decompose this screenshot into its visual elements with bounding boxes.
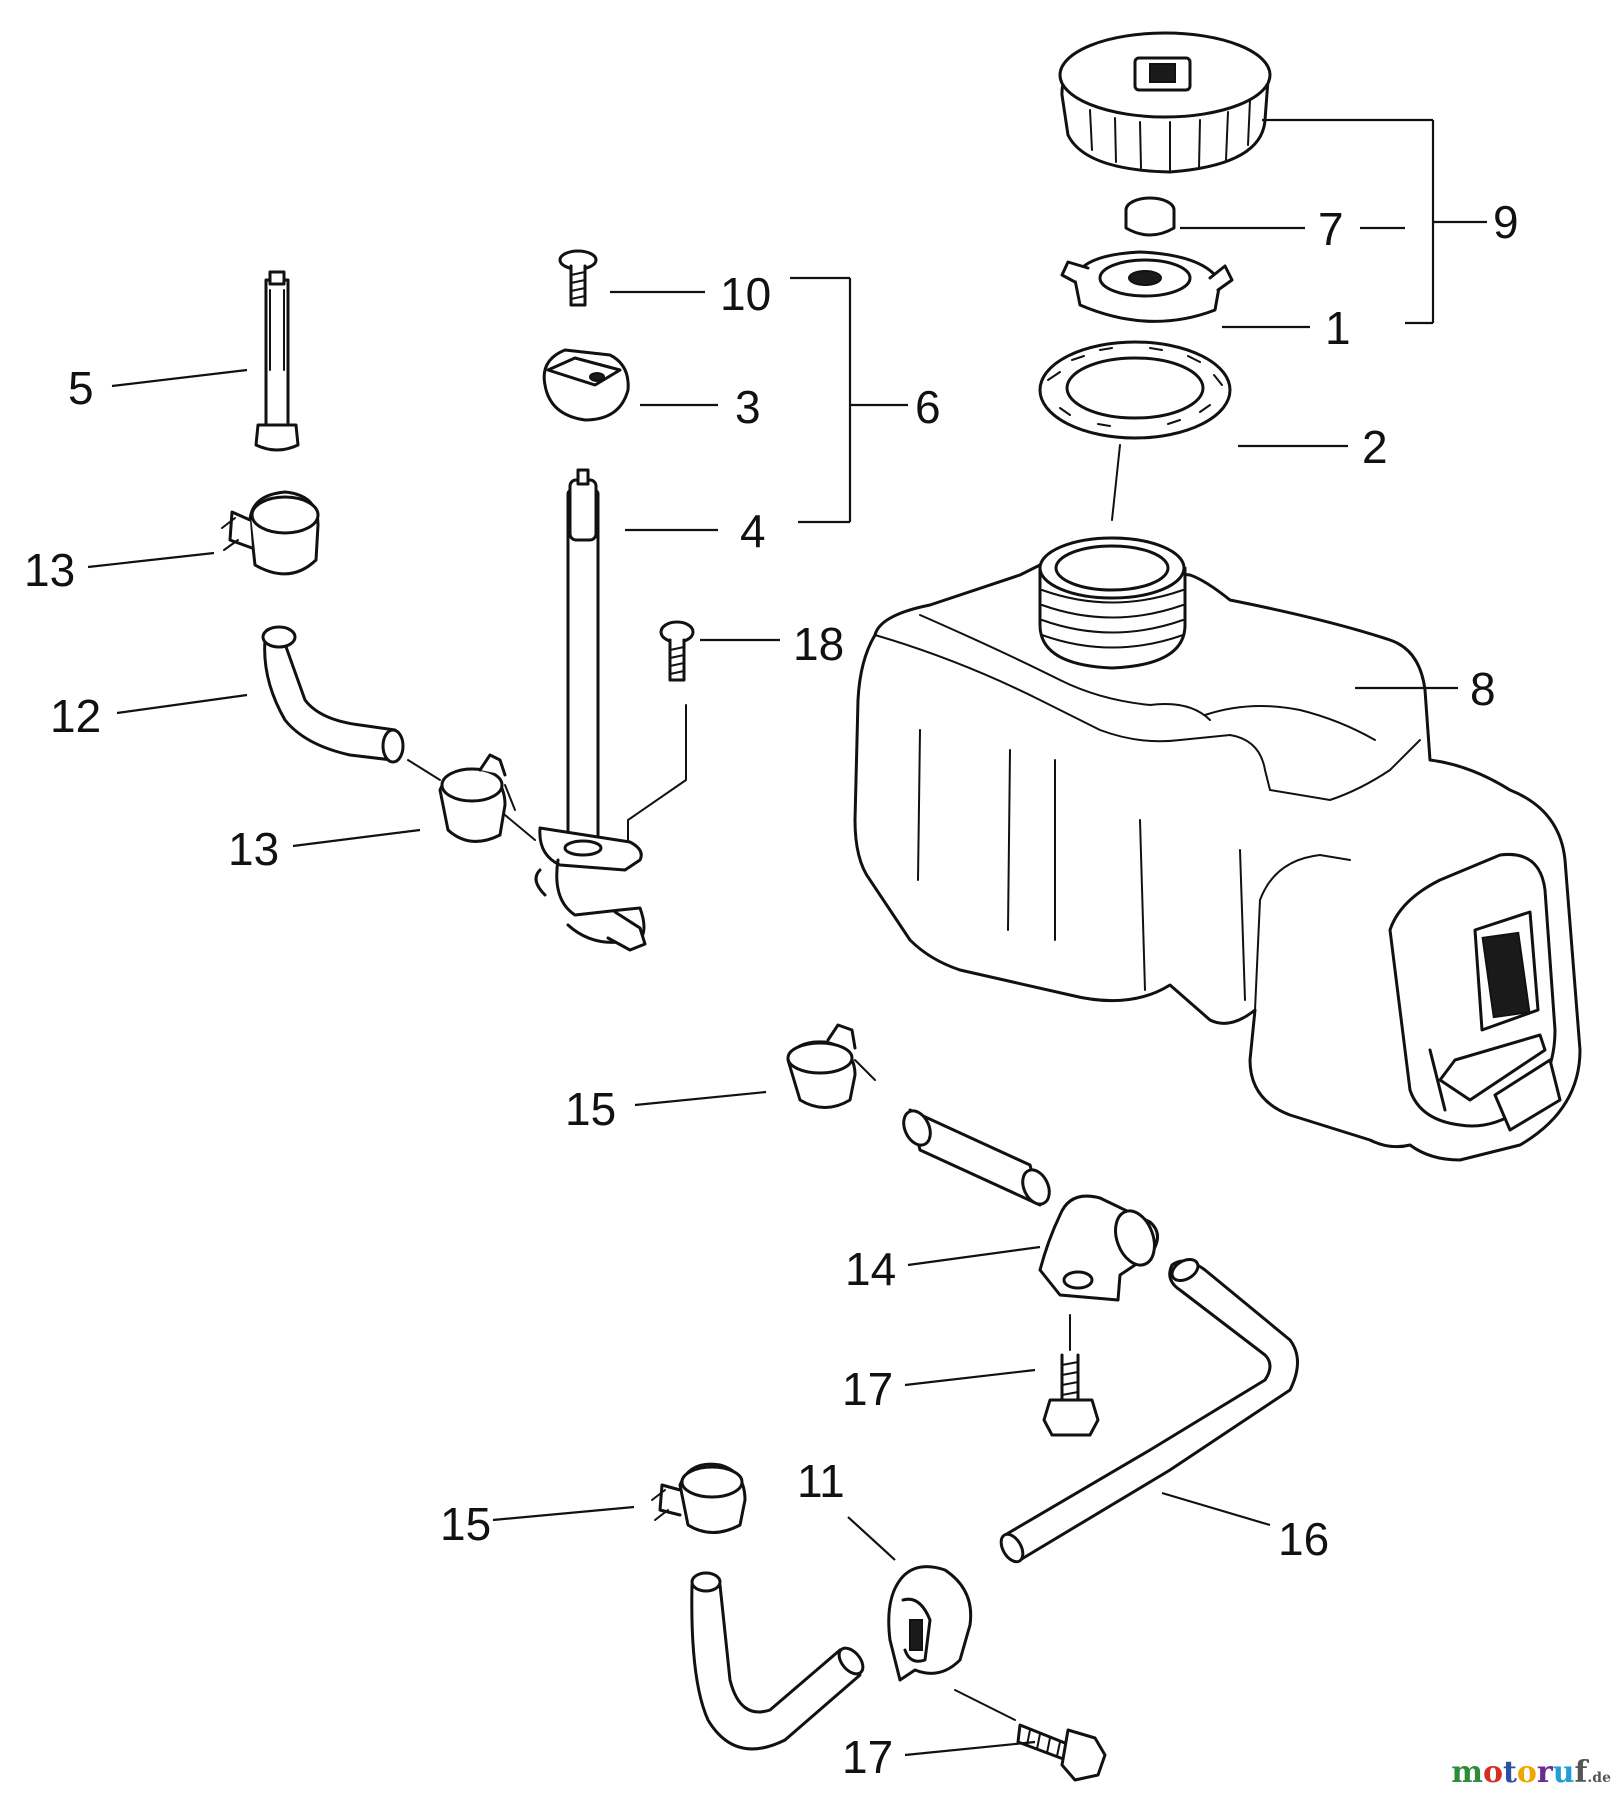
hose-bracket [1038,1194,1159,1302]
watermark-letter: o [1516,1755,1537,1790]
watermark-letter: r [1536,1755,1553,1790]
hose-clamp-15-lower [651,1462,747,1534]
screw-10 [558,249,598,307]
callout-11: 11 [797,1455,845,1507]
hose-clamp-13-upper [221,490,320,576]
callout-6: 6 [915,381,941,433]
callout-14: 14 [845,1243,896,1295]
watermark-letter: f [1574,1755,1588,1790]
bolt-5 [254,270,300,452]
watermark-letter: o [1483,1755,1504,1790]
hose-clip-11 [887,1565,973,1682]
callout-8: 8 [1470,663,1496,715]
watermark-letter: u [1552,1755,1575,1790]
callout-15-upper: 15 [565,1083,616,1135]
fuel-hose-12 [261,625,405,764]
fuel-hose-bent [690,1571,865,1751]
callout-12: 12 [50,690,101,742]
callout-2: 2 [1362,421,1388,473]
callout-13-upper: 13 [24,544,75,596]
hose-clamp-13-lower [438,753,516,843]
cap-inner-plate [1060,250,1234,323]
callout-15-lower: 15 [440,1498,491,1550]
watermark-letter: m [1451,1755,1483,1790]
watermark-letter: t [1503,1755,1517,1790]
screw-17-upper [1042,1314,1100,1437]
fuel-hose-16 [999,1258,1299,1564]
callout-4: 4 [740,505,766,557]
callout-1: 1 [1325,302,1351,354]
valve-lever [542,348,630,422]
fuel-valve-body [534,826,647,952]
screw-18 [659,620,695,682]
fuel-cap-assembly [1058,31,1272,174]
callout-5: 5 [68,362,94,414]
leader-lines [87,118,1487,1757]
screw-17-lower [1016,1723,1107,1782]
fuel-tank [853,536,1582,1162]
watermark-brand: motoruf [1451,1755,1587,1790]
vent-plug [1124,196,1176,237]
cap-gasket-ring [1038,340,1232,440]
callout-13-lower: 13 [228,823,279,875]
callout-18: 18 [793,618,844,670]
hose-clamp-15-upper [786,1023,876,1109]
callout-16: 16 [1278,1513,1329,1565]
callout-17-upper: 17 [842,1363,893,1415]
callout-7: 7 [1318,203,1344,255]
callout-labels: 9 7 1 2 8 10 6 3 4 18 5 13 12 13 15 14 1… [24,196,1519,1783]
callout-17-lower: 17 [842,1731,893,1783]
fuel-hose-short [902,1108,1051,1207]
callout-3: 3 [735,381,761,433]
watermark-suffix: .de [1587,1770,1611,1786]
callout-10: 10 [720,268,771,320]
callout-9: 9 [1493,196,1519,248]
valve-stem [566,468,600,852]
motoruf-watermark-logo: motoruf.de [1451,1755,1611,1790]
